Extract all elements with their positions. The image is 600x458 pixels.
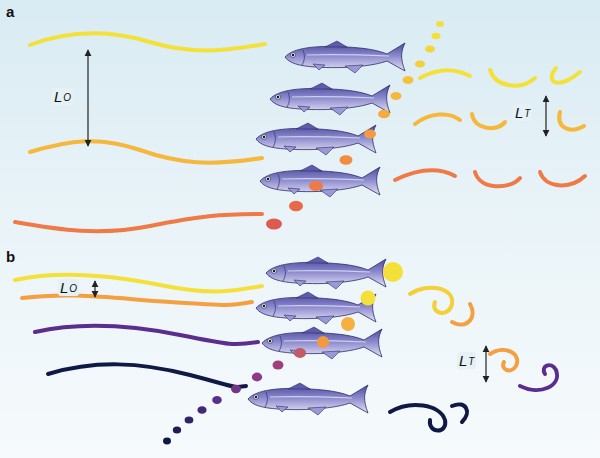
dimension-arrow	[88, 50, 546, 146]
downstream-vortex	[472, 114, 505, 128]
downstream-vortex	[390, 405, 445, 430]
dimension-arrow	[545, 96, 546, 136]
downstream-vortex	[415, 114, 460, 124]
length-label: LT	[513, 104, 532, 121]
length-label: LO	[58, 279, 79, 296]
downstream-vortex	[395, 170, 455, 180]
fish-school	[256, 123, 376, 155]
downstream-vortex	[452, 304, 473, 325]
shed-vortex-dots	[317, 336, 329, 348]
shed-vortex-dots	[341, 317, 355, 331]
shed-vortex-dots	[231, 385, 241, 393]
upstream-wake	[35, 326, 258, 344]
downstream-vortex	[475, 172, 520, 186]
fish-school	[262, 327, 382, 359]
fish-school	[260, 165, 380, 197]
fish-school	[248, 257, 386, 415]
fish-school	[285, 41, 405, 73]
downstream-vortex	[390, 288, 557, 431]
downstream-vortex	[452, 404, 467, 422]
upstream-wake	[30, 33, 265, 50]
shed-vortex-dots	[383, 262, 403, 282]
length-label: LT	[457, 352, 476, 369]
shed-vortex-dots	[173, 427, 181, 434]
upstream-wake	[30, 141, 262, 163]
dimension-arrow	[485, 346, 486, 382]
shed-vortex-dots	[378, 110, 390, 119]
upstream-wake	[15, 275, 262, 387]
upstream-wake	[22, 295, 252, 305]
shed-vortex-dots	[266, 21, 444, 230]
downstream-vortex	[420, 70, 470, 78]
shed-vortex-dots	[252, 373, 262, 382]
shed-vortex-dots	[403, 76, 414, 84]
shed-vortex-dots	[163, 438, 171, 445]
fish-school	[248, 383, 368, 415]
downstream-vortex	[520, 365, 557, 390]
shed-vortex-dots	[294, 348, 306, 358]
downstream-vortex	[410, 288, 452, 313]
shed-vortex-dots	[309, 181, 323, 191]
downstream-vortex	[490, 350, 517, 370]
length-label: LO	[52, 88, 73, 105]
shed-vortex-dots	[273, 360, 284, 369]
downstream-vortex	[490, 70, 535, 86]
shed-vortex-dots	[436, 21, 444, 27]
downstream-vortex	[559, 112, 584, 130]
upstream-wake	[15, 275, 262, 292]
shed-vortex-dots	[266, 219, 282, 230]
shed-vortex-dots	[425, 46, 435, 53]
panel-letter: a	[6, 3, 14, 20]
dimension-arrow	[94, 281, 95, 297]
dimension-arrow	[95, 281, 486, 382]
downstream-vortex	[552, 68, 580, 83]
shed-vortex-dots	[364, 130, 376, 139]
shed-vortex-dots	[163, 262, 403, 444]
shed-vortex-dots	[289, 201, 303, 211]
fish-school	[266, 257, 386, 289]
shed-vortex-dots	[185, 416, 194, 423]
fish-school	[256, 41, 405, 197]
fish-school	[256, 292, 376, 324]
shed-vortex-dots	[212, 396, 222, 404]
dimension-arrow	[87, 50, 88, 146]
upstream-wake	[15, 214, 262, 231]
shed-vortex-dots	[391, 92, 402, 100]
downstream-vortex	[395, 68, 585, 186]
upstream-wake	[48, 364, 246, 387]
upstream-wake	[15, 33, 265, 231]
shed-vortex-dots	[415, 60, 425, 67]
panel-letter: b	[6, 248, 15, 265]
fish-school	[270, 83, 390, 115]
shed-vortex-dots	[197, 406, 206, 414]
downstream-vortex	[540, 172, 585, 185]
shed-vortex-dots	[340, 155, 353, 165]
shed-vortex-dots	[432, 33, 441, 39]
shed-vortex-dots	[361, 291, 376, 306]
